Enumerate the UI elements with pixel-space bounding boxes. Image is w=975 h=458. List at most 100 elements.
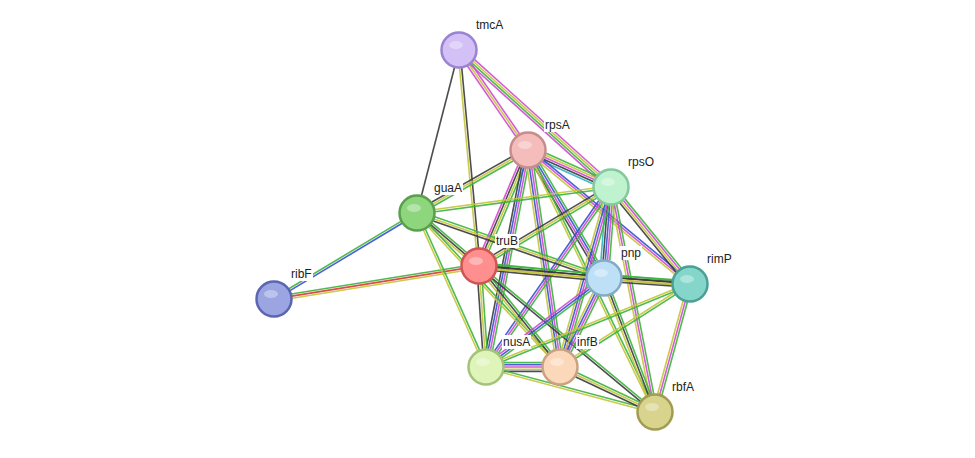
node-highlight <box>680 275 694 283</box>
interaction-edge <box>492 277 642 402</box>
evidence-line <box>575 293 675 357</box>
protein-node: rpsA <box>509 131 547 169</box>
evidence-line <box>490 280 548 353</box>
node-label: rimP <box>706 252 733 266</box>
node-circle <box>398 194 436 232</box>
interaction-edge <box>470 60 600 178</box>
node-label: truB <box>495 234 519 248</box>
interaction-edge <box>478 284 487 349</box>
evidence-line <box>432 157 512 202</box>
node-disc <box>673 267 708 302</box>
interaction-edge <box>504 363 542 372</box>
evidence-line <box>504 364 542 366</box>
evidence-line <box>291 267 460 294</box>
evidence-line <box>431 225 466 255</box>
node-label: rpsO <box>627 155 655 169</box>
node-circle <box>509 131 547 169</box>
evidence-line <box>292 269 461 296</box>
node-disc <box>442 33 477 68</box>
node-circle <box>440 31 478 69</box>
evidence-line <box>470 65 595 178</box>
interaction-edge <box>575 293 676 358</box>
node-circle <box>592 168 630 206</box>
evidence-line <box>492 279 550 352</box>
evidence-line <box>428 227 547 355</box>
evidence-line <box>575 377 637 407</box>
interaction-edge <box>622 276 673 286</box>
node-disc <box>400 196 435 231</box>
evidence-line <box>544 159 594 181</box>
evidence-line <box>492 278 640 401</box>
node-highlight <box>550 358 564 366</box>
interaction-edge <box>428 225 548 354</box>
protein-node: nusA <box>467 348 505 386</box>
evidence-line <box>576 295 676 359</box>
protein-node: truB <box>460 247 498 285</box>
protein-node: tmcA <box>440 31 478 69</box>
node-circle <box>636 393 674 431</box>
evidence-line <box>577 373 639 403</box>
evidence-line <box>292 271 461 298</box>
node-label: tmcA <box>475 18 504 32</box>
evidence-line <box>497 268 672 283</box>
evidence-line <box>504 366 542 368</box>
evidence-line <box>432 223 467 253</box>
node-highlight <box>407 204 421 212</box>
evidence-line <box>504 362 542 364</box>
node-disc <box>462 249 497 284</box>
evidence-line <box>478 284 483 349</box>
evidence-line <box>460 68 477 248</box>
node-disc <box>257 282 292 317</box>
interaction-edge <box>289 221 402 290</box>
node-label: pnp <box>620 246 642 260</box>
interaction-edge <box>432 157 514 206</box>
node-highlight <box>264 290 278 298</box>
interaction-edge <box>433 217 587 274</box>
evidence-line <box>462 68 479 248</box>
interaction-edge <box>460 68 479 248</box>
evidence-line <box>502 290 673 359</box>
node-disc <box>469 350 504 385</box>
evidence-line <box>504 368 542 370</box>
node-highlight <box>518 141 532 149</box>
node-highlight <box>476 358 490 366</box>
node-label: nusA <box>502 335 531 349</box>
evidence-line <box>544 157 594 179</box>
evidence-line <box>475 60 600 173</box>
evidence-line <box>434 161 514 206</box>
node-highlight <box>594 269 608 277</box>
protein-node: pnp <box>585 259 623 297</box>
evidence-line <box>497 270 672 285</box>
evidence-line <box>433 159 513 204</box>
evidence-line <box>435 217 588 270</box>
protein-node: rbfA <box>636 393 674 431</box>
protein-node: rpsO <box>592 168 630 206</box>
evidence-line <box>434 219 587 272</box>
interaction-edge <box>575 373 639 407</box>
node-label: guaA <box>433 181 463 195</box>
evidence-line <box>425 229 479 350</box>
node-highlight <box>601 178 615 186</box>
evidence-line <box>494 277 642 400</box>
interaction-edge <box>423 229 479 351</box>
node-circle <box>255 280 293 318</box>
node-label: ribF <box>290 267 313 281</box>
evidence-line <box>473 61 598 174</box>
node-circle <box>460 247 498 285</box>
protein-node: rimP <box>671 265 709 303</box>
node-label: rbfA <box>671 380 695 394</box>
node-circle <box>541 348 579 386</box>
node-label: infB <box>576 335 599 349</box>
node-disc <box>638 395 673 430</box>
node-disc <box>587 261 622 296</box>
node-disc <box>594 170 629 205</box>
protein-node: ribF <box>255 280 293 318</box>
evidence-line <box>576 375 638 405</box>
evidence-line <box>622 202 678 271</box>
evidence-line <box>467 66 516 136</box>
node-disc <box>543 350 578 385</box>
protein-node: infB <box>541 348 579 386</box>
interaction-edge <box>291 267 461 299</box>
node-label: rpsA <box>544 118 571 132</box>
